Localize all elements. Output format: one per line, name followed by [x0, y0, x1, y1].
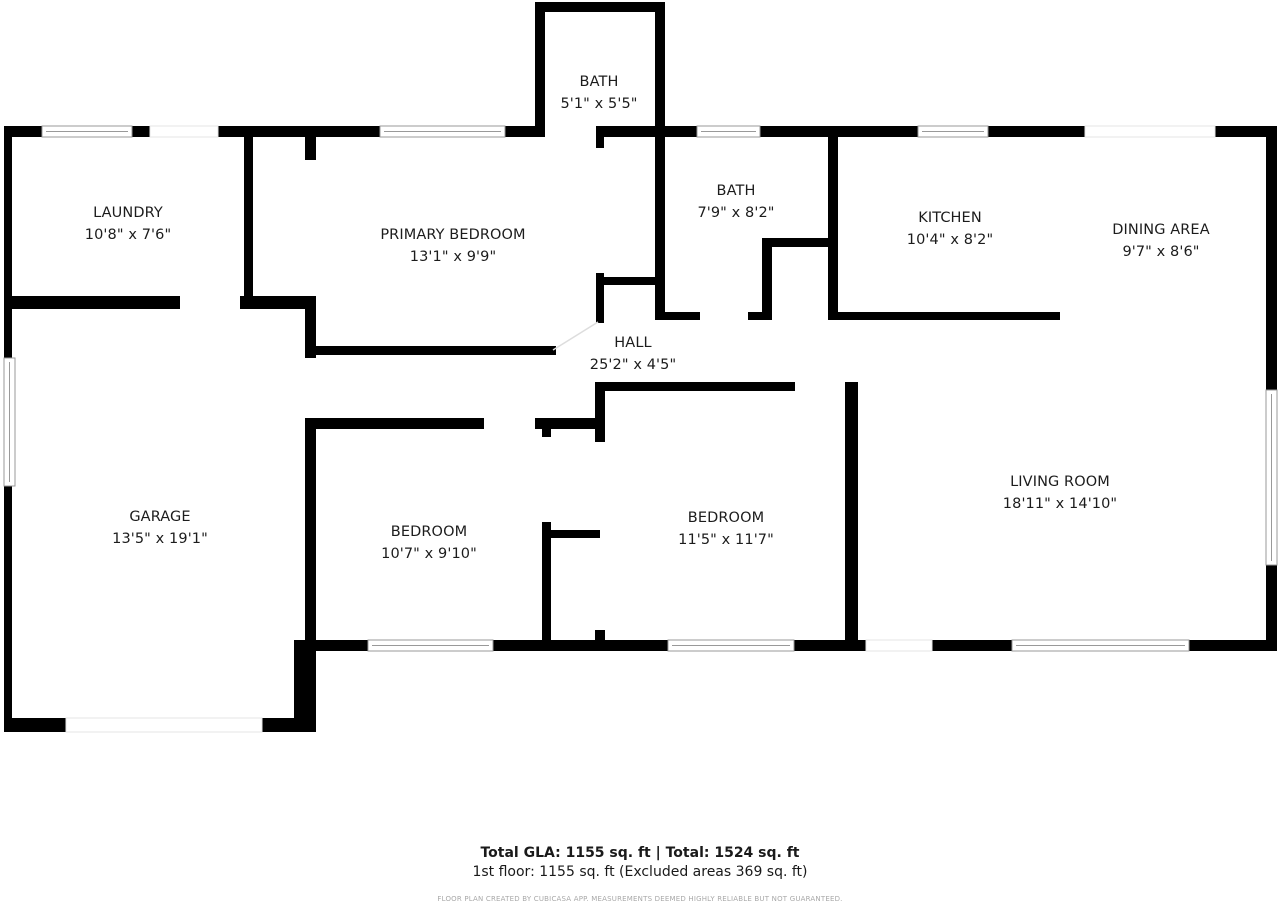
wall [595, 382, 795, 391]
wall [762, 238, 772, 320]
room-kitchen: KITCHEN 10'4" x 8'2" [907, 207, 993, 251]
wall [542, 530, 600, 538]
room-hall: HALL 25'2" x 4'5" [590, 332, 676, 376]
wall [305, 346, 555, 355]
door-opening [1084, 125, 1216, 138]
wall [762, 238, 833, 247]
wall [542, 522, 551, 640]
room-name: BATH [716, 183, 756, 199]
room-bath-main: BATH 7'9" x 8'2" [697, 180, 774, 224]
window [41, 125, 133, 138]
wall [535, 2, 545, 137]
wall [305, 418, 316, 652]
area-totals: Total GLA: 1155 sq. ft | Total: 1524 sq.… [480, 845, 800, 861]
wall [655, 312, 700, 320]
wall [535, 2, 665, 12]
wall [4, 296, 180, 309]
room-name: BEDROOM [390, 524, 468, 540]
room-name: BEDROOM [687, 510, 765, 526]
windows-layer [3, 125, 1278, 733]
disclaimer: FLOOR PLAN CREATED BY CUBICASA APP. MEAS… [437, 895, 843, 903]
wall [600, 277, 660, 285]
room-name: GARAGE [129, 509, 191, 525]
room-dimensions: 10'7" x 9'10" [381, 546, 477, 562]
window [1265, 389, 1278, 566]
room-dining-area: DINING AREA 9'7" x 8'6" [1112, 219, 1209, 263]
wall [240, 296, 315, 309]
room-bath-small: BATH 5'1" x 5'5" [560, 71, 637, 115]
floor-plan [3, 2, 1278, 733]
room-living-room: LIVING ROOM 18'11" x 14'10" [1003, 471, 1117, 515]
wall [542, 418, 551, 437]
room-name: KITCHEN [918, 210, 982, 226]
window [3, 357, 16, 487]
wall [828, 126, 838, 320]
room-dimensions: 13'1" x 9'9" [409, 249, 497, 265]
room-name: PRIMARY BEDROOM [380, 227, 526, 243]
room-dimensions: 11'5" x 11'7" [678, 532, 774, 548]
window [917, 125, 989, 138]
room-dimensions: 18'11" x 14'10" [1002, 496, 1118, 512]
room-dimensions: 10'8" x 7'6" [84, 227, 172, 243]
window [696, 125, 761, 138]
room-bedroom-3: BEDROOM 11'5" x 11'7" [678, 507, 774, 551]
wall [244, 137, 253, 304]
window [367, 639, 494, 652]
wall [1266, 126, 1277, 650]
wall [596, 126, 604, 148]
room-dimensions: 25'2" x 4'5" [589, 357, 677, 373]
wall [4, 718, 66, 732]
wall [305, 296, 316, 358]
wall [598, 126, 1085, 137]
room-dimensions: 10'4" x 8'2" [906, 232, 994, 248]
wall [305, 640, 866, 651]
angled-hall-wall [548, 321, 599, 355]
room-dimensions: 13'5" x 19'1" [112, 531, 208, 547]
door-opening [65, 717, 263, 733]
room-name: BATH [579, 74, 619, 90]
wall [595, 382, 605, 442]
window [1011, 639, 1190, 652]
room-primary-bedroom: PRIMARY BEDROOM 13'1" x 9'9" [380, 224, 525, 268]
wall [596, 273, 604, 323]
room-name: LAUNDRY [93, 205, 163, 221]
wall [305, 137, 316, 160]
wall [294, 640, 316, 732]
door-opening [149, 125, 219, 138]
wall [655, 2, 665, 137]
floor-area-summary: 1st floor: 1155 sq. ft (Excluded areas 3… [472, 864, 808, 880]
wall [535, 418, 600, 429]
room-name: DINING AREA [1112, 222, 1210, 238]
window [667, 639, 795, 652]
wall [845, 382, 858, 640]
room-garage: GARAGE 13'5" x 19'1" [112, 506, 208, 550]
room-dimensions: 9'7" x 8'6" [1122, 244, 1200, 260]
room-laundry: LAUNDRY 10'8" x 7'6" [85, 202, 171, 246]
wall [305, 418, 484, 429]
wall [1215, 126, 1277, 137]
room-bedroom-2: BEDROOM 10'7" x 9'10" [381, 521, 477, 565]
room-dimensions: 5'1" x 5'5" [560, 96, 638, 112]
room-name: HALL [614, 335, 652, 351]
window [379, 125, 506, 138]
wall [748, 312, 772, 320]
room-dimensions: 7'9" x 8'2" [697, 205, 775, 221]
wall [828, 312, 1060, 320]
wall [595, 630, 605, 640]
room-name: LIVING ROOM [1010, 474, 1110, 490]
wall [262, 718, 316, 732]
wall [655, 126, 665, 320]
door-opening [865, 639, 933, 652]
